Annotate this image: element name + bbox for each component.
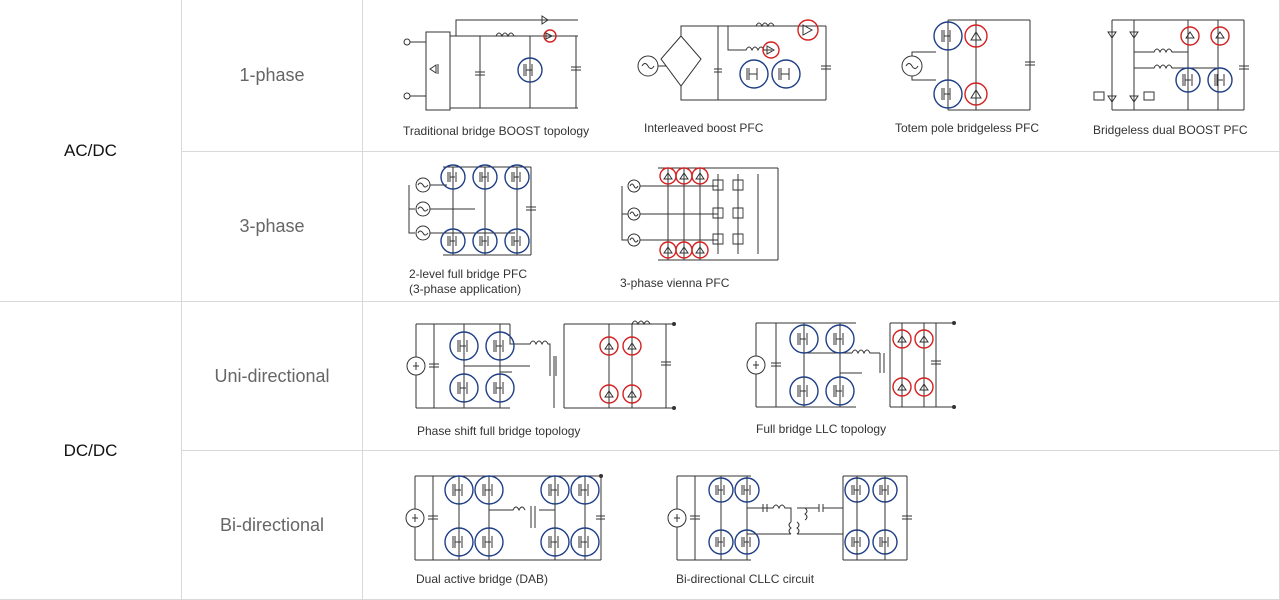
- diagram-caption: Phase shift full bridge topology: [417, 424, 581, 438]
- traditional-bridge-boost-diagram: [403, 15, 581, 111]
- category-label: AC/DC: [64, 140, 117, 160]
- totem-pole-bridgeless-pfc-diagram: [901, 19, 1035, 111]
- bridgeless-dual-boost-pfc-diagram: [1093, 19, 1249, 111]
- subcategory-uni-directional: Uni-directional: [182, 302, 363, 451]
- phase-shift-full-bridge-diagram: [406, 320, 676, 410]
- diagram-caption-line-2: (3-phase application): [409, 282, 522, 296]
- diagram-caption: Totem pole bridgeless PFC: [895, 121, 1040, 135]
- subcategory-label: 3-phase: [239, 216, 305, 236]
- diagram-caption: Full bridge LLC topology: [756, 422, 887, 436]
- subcategory-3-phase: 3-phase: [182, 152, 363, 302]
- three-phase-vienna-pfc-diagram: [621, 167, 779, 261]
- full-bridge-llc-diagram: [746, 321, 956, 409]
- interleaved-boost-pfc-diagram: [637, 19, 831, 101]
- diagram-caption: 3-phase vienna PFC: [620, 276, 730, 290]
- category-label: DC/DC: [63, 440, 118, 460]
- diagram-caption: Interleaved boost PFC: [644, 121, 764, 135]
- category-dc-dc: DC/DC: [0, 302, 182, 600]
- diagram-caption: Bi-directional CLLC circuit: [676, 572, 815, 586]
- category-ac-dc: AC/DC: [0, 0, 182, 302]
- diagram-caption: Bridgeless dual BOOST PFC: [1093, 123, 1248, 137]
- subcategory-label: Uni-directional: [214, 365, 330, 386]
- diagram-caption: 2-level full bridge PFC: [409, 267, 528, 281]
- diagram-caption: Dual active bridge (DAB): [416, 572, 549, 586]
- two-level-full-bridge-pfc-diagram: [408, 164, 536, 256]
- subcategory-bi-directional: Bi-directional: [182, 451, 363, 600]
- bi-directional-cllc-diagram: [667, 475, 912, 561]
- diagram-caption: Traditional bridge BOOST topology: [403, 124, 590, 138]
- subcategory-label: Bi-directional: [219, 514, 325, 535]
- subcategory-1-phase: 1-phase: [182, 0, 363, 152]
- subcategory-label: 1-phase: [239, 65, 305, 85]
- dual-active-bridge-diagram: [405, 474, 605, 561]
